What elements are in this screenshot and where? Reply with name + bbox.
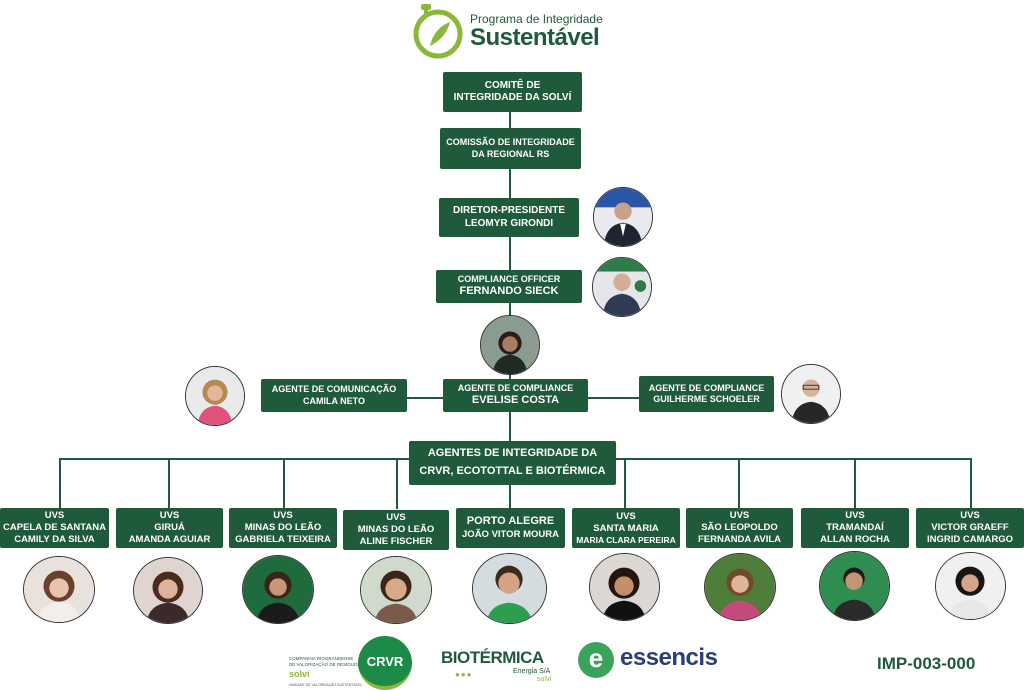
unit-photo: [819, 551, 890, 621]
guilherme-photo: [781, 364, 841, 424]
unit-photo: [360, 556, 432, 624]
dots-icon: ●●●: [455, 670, 473, 679]
unit-photo: [935, 552, 1006, 620]
unit-photo: [23, 556, 95, 623]
program-title-small: Programa de Integridade: [470, 12, 603, 26]
connector-unit-9: [970, 458, 972, 509]
connector-unit-7: [738, 458, 740, 509]
connector-integrity-down: [509, 484, 511, 510]
unit-photo: [704, 553, 776, 621]
program-logo: Programa de Integridade Sustentável: [412, 2, 612, 60]
crvr-mark: CRVR: [358, 636, 412, 690]
essencis-logo: e essencis: [578, 640, 738, 682]
program-title-large: Sustentável: [470, 24, 600, 51]
unit-photo: [242, 555, 314, 624]
compass-leaf-icon: [413, 4, 463, 59]
essencis-mark: e: [578, 642, 614, 678]
document-code: IMP-003-000: [877, 654, 976, 673]
unit-photo: [589, 553, 660, 621]
camila-photo: [185, 366, 245, 426]
connector-unit-4: [396, 458, 398, 509]
connector-unit-2: [168, 458, 170, 509]
evelise-photo: [480, 315, 540, 375]
connector-unit-8: [854, 458, 856, 509]
unit-photo: [472, 553, 547, 624]
ceo-photo: [593, 187, 653, 247]
compliance-officer-photo: [592, 257, 652, 317]
biotermica-logo: BIOTÉRMICA Energia S/A solví ●●●: [441, 648, 552, 683]
connector-unit-3: [283, 458, 285, 509]
crvr-logo: COMPANHIA RIOGRANDENSE DE VALORIZAÇÃO DE…: [285, 634, 415, 690]
connector-unit-6: [624, 458, 626, 509]
unit-photo: [133, 557, 203, 624]
connector-unit-1: [59, 458, 61, 509]
